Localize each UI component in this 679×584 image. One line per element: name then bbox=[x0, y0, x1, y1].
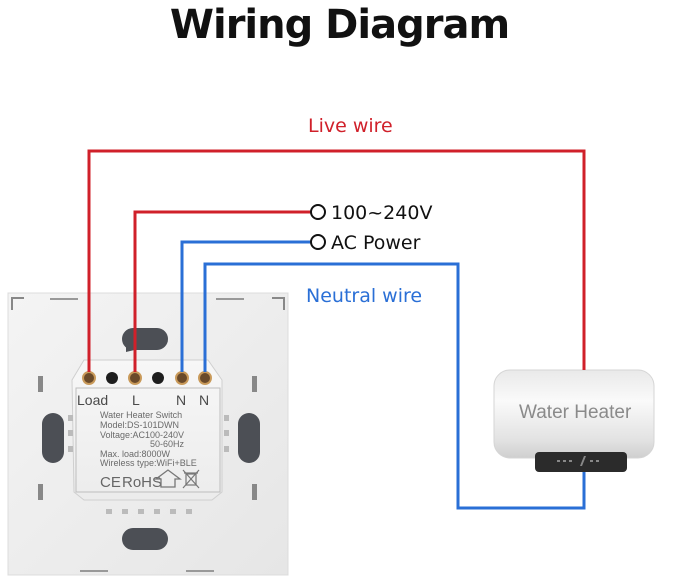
terminal-label-load: Load bbox=[77, 392, 108, 408]
mounting-slot bbox=[238, 413, 260, 463]
neutral-wire-label: Neutral wire bbox=[306, 285, 422, 307]
power-terminal-neutral bbox=[310, 234, 326, 250]
plate-corner-mark bbox=[11, 297, 24, 310]
spec-line: Water Heater Switch bbox=[100, 410, 182, 420]
mounting-slot bbox=[122, 328, 168, 350]
water-heater: Water Heater bbox=[493, 369, 655, 472]
mounting-slot bbox=[122, 528, 168, 550]
terminal-label-l: L bbox=[132, 392, 140, 408]
neutral-wire-to-heater bbox=[203, 262, 586, 510]
weee-bin-icon bbox=[182, 469, 200, 489]
neutral-wire-supply bbox=[180, 240, 311, 372]
mounting-slot bbox=[42, 413, 64, 463]
diagram-title: Wiring Diagram bbox=[169, 2, 510, 48]
spec-line: Wireless type:WiFi+BLE bbox=[100, 458, 197, 468]
live-wire-load-to-heater bbox=[87, 149, 586, 372]
switch-module: Load L N N Water Heater Switch Model:DS-… bbox=[68, 359, 229, 514]
terminal-label-n: N bbox=[176, 392, 186, 408]
live-wire-label: Live wire bbox=[308, 115, 393, 137]
plate-corner-mark bbox=[272, 297, 285, 310]
power-terminal-live bbox=[310, 204, 326, 220]
spec-line: Model:DS-101DWN bbox=[100, 420, 179, 430]
ce-mark: CE bbox=[100, 474, 121, 491]
power-voltage-label: 100~240V bbox=[331, 202, 432, 224]
heater-display bbox=[557, 456, 599, 466]
spec-line: 50-60Hz bbox=[150, 439, 185, 449]
terminal-n1 bbox=[175, 371, 189, 385]
live-wire-supply bbox=[133, 210, 311, 372]
terminal-l bbox=[128, 371, 142, 385]
terminal-n2 bbox=[198, 371, 212, 385]
rohs-mark: RoHS bbox=[122, 474, 162, 491]
terminal-load bbox=[82, 371, 96, 385]
heater-label: Water Heater bbox=[519, 402, 632, 423]
terminal-unused bbox=[152, 372, 164, 384]
spec-line: Voltage:AC100-240V bbox=[100, 430, 184, 440]
spec-line: Max. load:8000W bbox=[100, 449, 171, 459]
power-type-label: AC Power bbox=[331, 232, 421, 254]
house-icon bbox=[154, 469, 182, 488]
terminal-label-n: N bbox=[199, 392, 209, 408]
terminal-unused bbox=[106, 372, 118, 384]
heater-control-panel bbox=[535, 452, 627, 472]
